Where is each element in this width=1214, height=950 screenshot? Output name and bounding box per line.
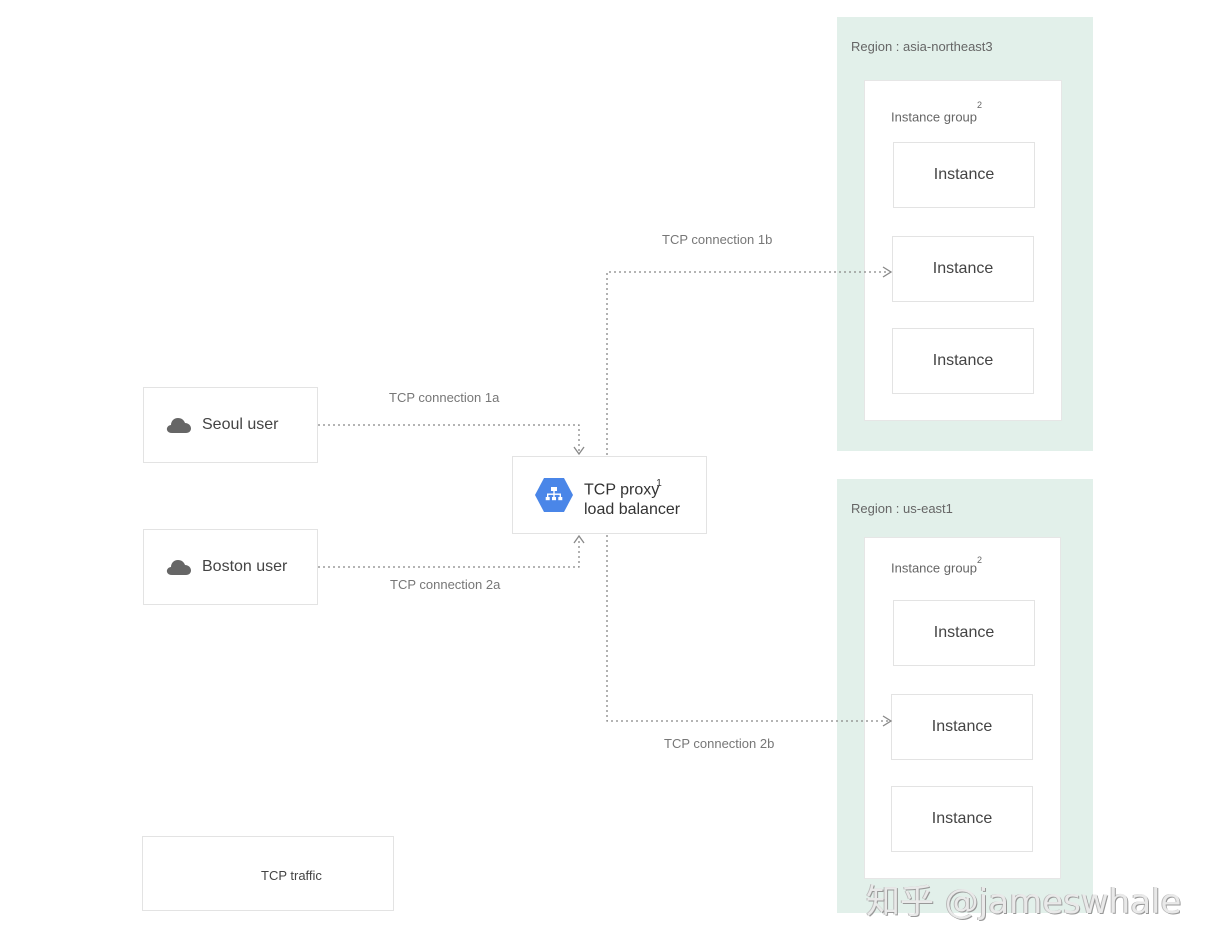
connection-label-2b: TCP connection 2b xyxy=(664,736,775,751)
instance-group-label: Instance group2 xyxy=(891,100,982,125)
region-us-east1: Region : us-east1 Instance group2 Instan… xyxy=(837,479,1093,913)
instance-label: Instance xyxy=(931,810,993,827)
instance-group: Instance group2 Instance Instance Instan… xyxy=(864,537,1061,879)
instance-box[interactable]: Instance xyxy=(891,694,1033,760)
instance-label: Instance xyxy=(932,260,994,277)
legend-label: TCP traffic xyxy=(261,868,322,883)
legend: TCP traffic xyxy=(142,836,394,911)
instance-box[interactable]: Instance xyxy=(892,236,1034,302)
cloud-icon xyxy=(166,418,191,433)
instance-box[interactable]: Instance xyxy=(891,786,1033,852)
footnote-2: 2 xyxy=(977,555,983,565)
footnote-1: 1 xyxy=(656,478,662,489)
lb-line1: TCP proxy xyxy=(584,481,660,499)
group-label-text: Instance group xyxy=(891,109,978,125)
instance-label: Instance xyxy=(933,166,995,183)
region-label: Region : us-east1 xyxy=(851,501,953,516)
cloud-icon xyxy=(166,560,191,575)
lb-line2: load balancer xyxy=(584,501,681,519)
boston-user-node[interactable]: Boston user xyxy=(143,529,318,605)
connection-label-1b: TCP connection 1b xyxy=(662,232,773,247)
instance-box[interactable]: Instance xyxy=(893,600,1035,666)
instance-box[interactable]: Instance xyxy=(892,328,1034,394)
instance-group-label: Instance group2 xyxy=(891,555,982,576)
watermark: 知乎 @jameswhale xyxy=(866,882,1182,922)
connection-label-1a: TCP connection 1a xyxy=(389,390,500,405)
user-label: Boston user xyxy=(202,558,288,575)
load-balancer-hexagon-icon xyxy=(535,478,573,512)
instance-label: Instance xyxy=(931,718,993,735)
connection-label-2a: TCP connection 2a xyxy=(390,577,501,592)
region-label: Region : asia-northeast3 xyxy=(851,39,993,54)
tcp-proxy-load-balancer-node[interactable]: TCP proxy1 load balancer xyxy=(512,456,707,534)
group-label-text: Instance group xyxy=(891,560,978,576)
region-asia-northeast3: Region : asia-northeast3 Instance group2… xyxy=(837,17,1093,451)
footnote-2: 2 xyxy=(977,100,983,110)
instance-group: Instance group2 Instance Instance Instan… xyxy=(864,80,1062,421)
seoul-user-node[interactable]: Seoul user xyxy=(143,387,318,463)
instance-label: Instance xyxy=(932,352,994,369)
instance-label: Instance xyxy=(933,624,995,641)
instance-box[interactable]: Instance xyxy=(893,142,1035,208)
load-balancer-label: TCP proxy1 load balancer xyxy=(584,476,680,520)
user-label: Seoul user xyxy=(202,416,279,433)
